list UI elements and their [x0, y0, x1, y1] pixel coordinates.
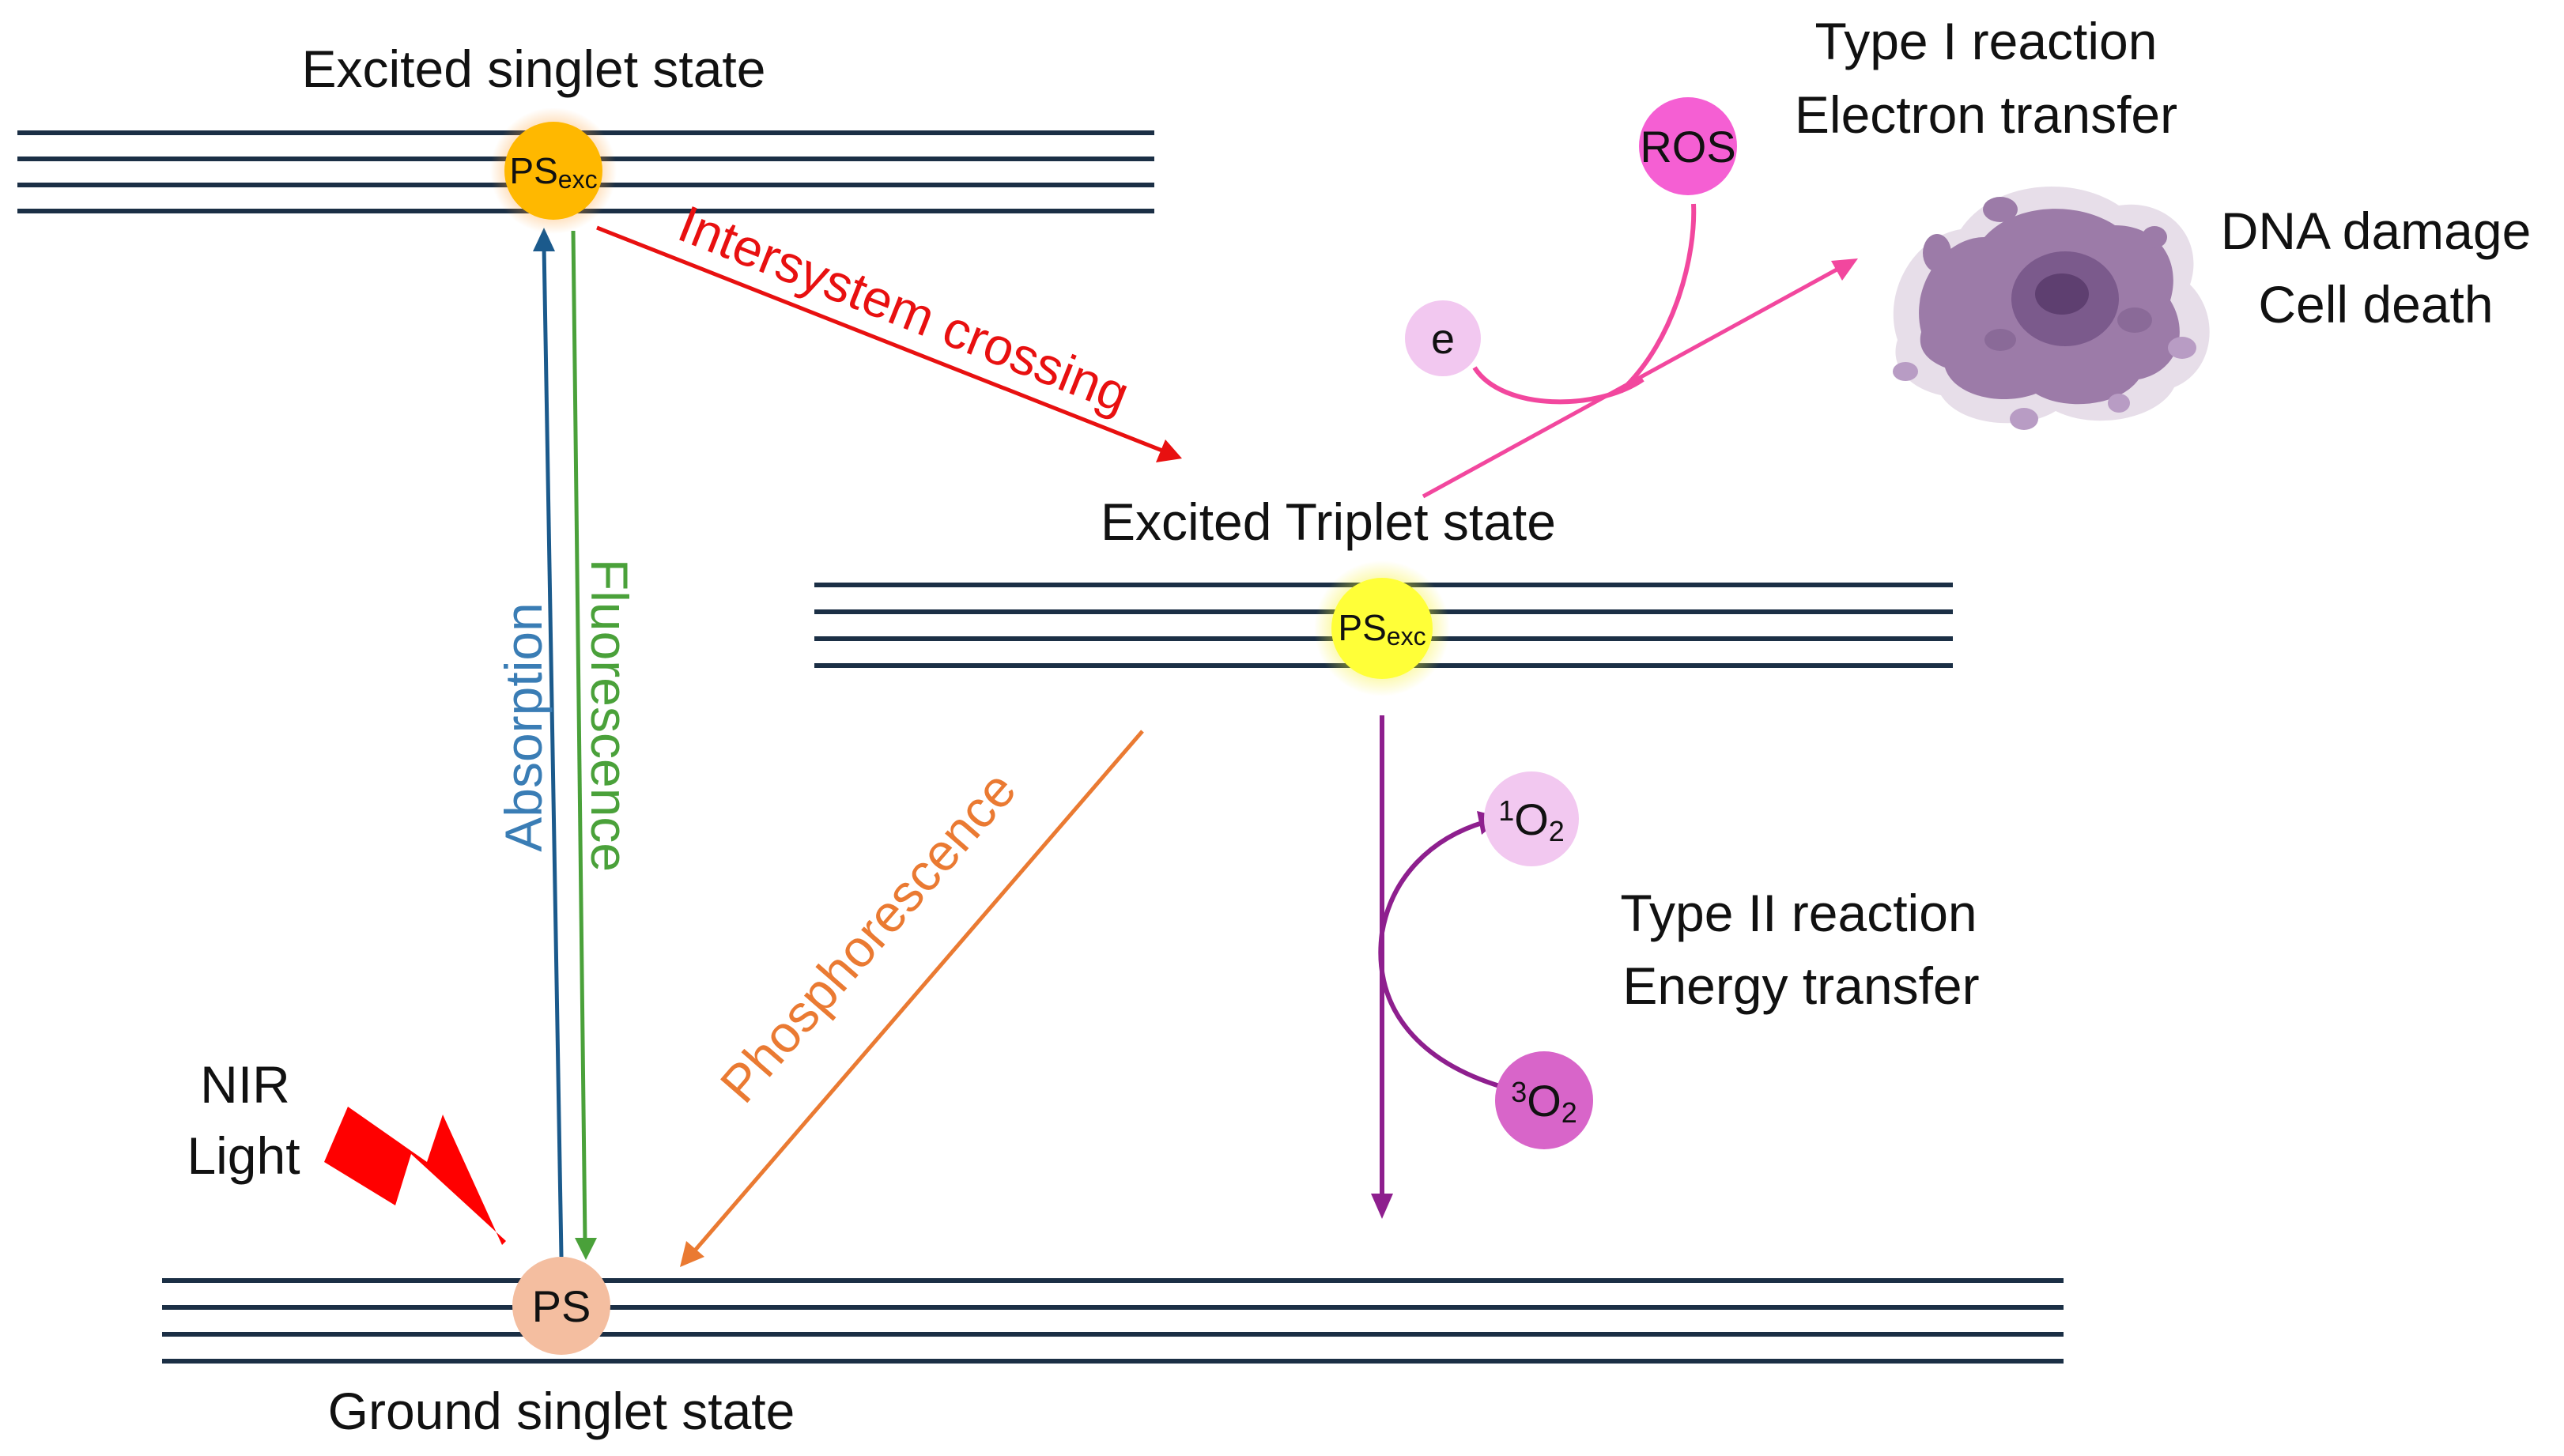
- type2-curved-arrow: [1378, 811, 1503, 1089]
- ps-excited-triplet: PSexc: [1314, 560, 1450, 696]
- intersystem-crossing-arrow: [596, 225, 1182, 462]
- ground-singlet-label: Ground singlet state: [328, 1382, 795, 1440]
- type1-arrow: [1422, 203, 1858, 499]
- svg-text:PSexc: PSexc: [1338, 607, 1425, 651]
- absorption-arrow: [533, 228, 564, 1258]
- electron: e: [1405, 300, 1481, 376]
- singlet-oxygen-main: O: [1514, 794, 1549, 844]
- ground-singlet-levels: [162, 1278, 2064, 1364]
- ps-excited-triplet-sub: exc: [1387, 622, 1426, 651]
- triplet-oxygen-sub: 2: [1561, 1096, 1577, 1129]
- ros-molecule: ROS: [1639, 97, 1737, 195]
- outcome-label-line1: DNA damage: [2221, 202, 2532, 260]
- excited-triplet-label: Excited Triplet state: [1101, 492, 1556, 551]
- nir-light-label-line1: NIR: [200, 1055, 290, 1114]
- type1-label-line2: Electron transfer: [1795, 85, 2177, 144]
- singlet-oxygen: 1O2: [1484, 771, 1579, 866]
- outcome-label-line2: Cell death: [2258, 275, 2493, 334]
- singlet-oxygen-sub: 2: [1549, 815, 1565, 847]
- ps-ground: PS: [512, 1257, 610, 1355]
- ros-label: ROS: [1640, 122, 1735, 172]
- damaged-cell-icon: [1893, 187, 2210, 430]
- excited-singlet-label: Excited singlet state: [302, 40, 766, 98]
- lightning-bolt-icon: [324, 1107, 506, 1245]
- svg-text:1O2: 1O2: [1498, 794, 1565, 847]
- ps-excited-triplet-main: PS: [1338, 607, 1386, 648]
- ps-excited-singlet-sub: exc: [558, 165, 598, 194]
- fluorescence-label: Fluorescence: [580, 559, 639, 872]
- nir-light-label-line2: Light: [187, 1126, 300, 1185]
- intersystem-crossing-label: Intersystem crossing: [670, 194, 1137, 424]
- type1-label-line1: Type I reaction: [1815, 12, 2158, 70]
- ps-ground-label: PS: [532, 1281, 591, 1331]
- phosphorescence-label: Phosphorescence: [708, 760, 1026, 1113]
- absorption-label: Absorption: [494, 602, 553, 852]
- svg-text:3O2: 3O2: [1511, 1076, 1577, 1129]
- svg-text:PSexc: PSexc: [509, 150, 597, 194]
- singlet-oxygen-sup: 1: [1498, 794, 1514, 827]
- fluorescence-arrow: [571, 230, 597, 1260]
- triplet-oxygen-sup: 3: [1511, 1076, 1527, 1108]
- type2-label-line2: Energy transfer: [1622, 956, 1979, 1015]
- ps-excited-singlet-main: PS: [509, 150, 557, 191]
- type2-label-line1: Type II reaction: [1620, 884, 1977, 942]
- ps-excited-singlet: PSexc: [490, 108, 617, 234]
- triplet-oxygen-main: O: [1527, 1076, 1561, 1126]
- phosphorescence-arrow: [680, 730, 1144, 1267]
- electron-label: e: [1431, 315, 1455, 363]
- triplet-oxygen: 3O2: [1495, 1051, 1593, 1149]
